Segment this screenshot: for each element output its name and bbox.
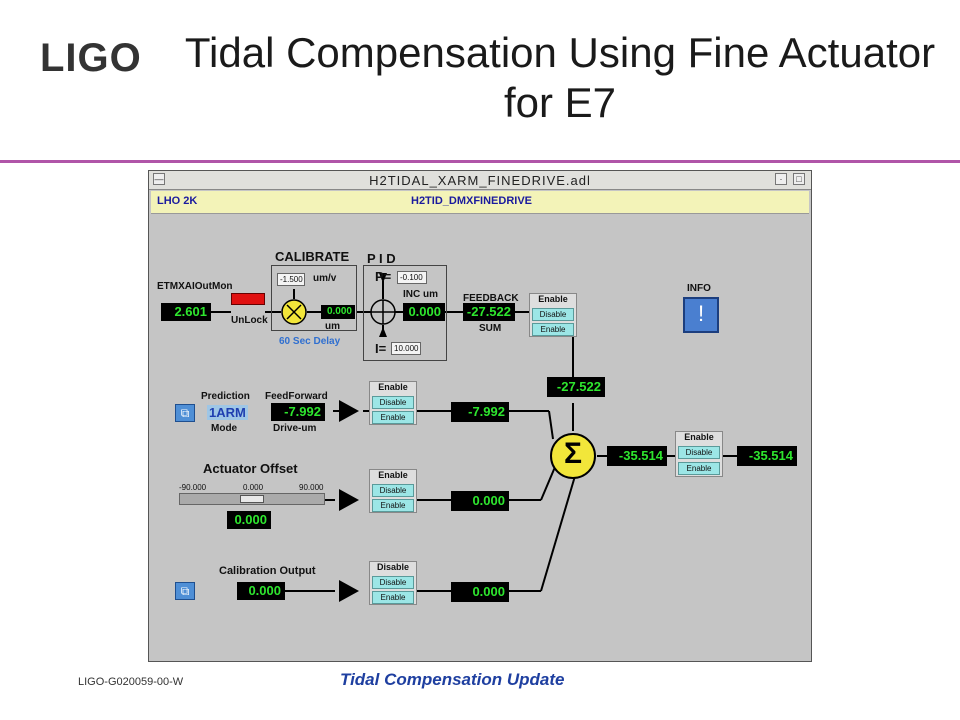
calibrate-gain-unit: um/v [313,273,337,284]
offset-mid-label: 0.000 [243,483,264,492]
calibrate-output-readout: 0.000 [321,305,355,319]
pid-heading: P I D [367,251,396,266]
offset-enable-button[interactable]: Enable [372,499,414,512]
prediction-mode-label: Mode [211,423,238,434]
final-disable-button[interactable]: Disable [678,446,720,459]
calout-disable-button[interactable]: Disable [372,576,414,589]
feedback-disable-button[interactable]: Disable [532,308,574,321]
prediction-related-display-button[interactable]: ⧉ [175,404,195,422]
document-id: LIGO-G020059-00-W [78,676,184,688]
signal-wiring [211,273,737,602]
pid-p-input[interactable]: -0.100 [397,271,427,284]
calibrate-box [271,265,357,331]
sum-output-readout: -35.514 [607,446,667,466]
prediction-label: Prediction [201,391,250,402]
calout-enable-button[interactable]: Enable [372,591,414,604]
feedforward-label: FeedForward [265,391,328,402]
pid-i-label: I= [375,341,387,356]
feedback-readout: -27.522 [463,303,515,321]
offset-slider-thumb[interactable] [240,495,264,503]
final-switch-title: Enable [684,432,714,442]
prediction-enable-button[interactable]: Enable [372,411,414,424]
minimize-button[interactable]: · [775,173,787,185]
prediction-switch-title: Enable [378,382,408,392]
calout-switch-title: Disable [376,562,409,572]
prediction-mode-menu[interactable]: 1ARM [207,405,248,420]
feedforward-readout: -7.992 [271,403,325,421]
feedback-switch: Enable Disable Enable [529,293,577,337]
pid-inc-label: INC um [403,289,438,300]
calout-output-readout: 0.000 [451,582,509,602]
feedback-sum-label: SUM [479,323,502,334]
final-output-readout: -35.514 [737,446,797,466]
final-enable-button[interactable]: Enable [678,462,720,475]
window-menu-button[interactable]: — [153,173,165,185]
medm-window: — H2TIDAL_XARM_FINEDRIVE.adl · □ LHO 2K … [148,170,812,662]
offset-max-label: 90.000 [299,483,324,492]
calibrate-heading: CALIBRATE [275,249,350,264]
offset-slider[interactable] [179,493,325,505]
calibrate-gain-input[interactable]: -1.500 [277,273,305,286]
etmx-readout: 2.601 [161,303,211,321]
actuator-offset-label: Actuator Offset [203,461,298,476]
calout-switch: Disable Disable Enable [369,561,417,605]
summation-symbol: Σ [563,437,582,470]
calibration-output-readout: 0.000 [237,582,285,600]
unlock-indicator [231,293,265,305]
maximize-button[interactable]: □ [793,173,805,185]
etmx-label: ETMXAIOutMon [157,281,233,292]
pid-box [363,265,447,361]
channel-label: H2TID_DMXFINEDRIVE [411,195,533,207]
title-divider [0,160,960,163]
window-titlebar[interactable]: — H2TIDAL_XARM_FINEDRIVE.adl · □ [149,171,811,190]
prediction-output-readout: -7.992 [451,402,509,422]
info-button[interactable]: ! [683,297,719,333]
pid-inc-readout: 0.000 [403,303,445,321]
feedback-switch-title: Enable [538,294,568,304]
offset-switch: Enable Disable Enable [369,469,417,513]
feedback-enable-button[interactable]: Enable [532,323,574,336]
info-label: INFO [687,283,711,294]
prediction-switch: Enable Disable Enable [369,381,417,425]
offset-readout: 0.000 [227,511,271,529]
feedforward-unit: Drive-um [273,423,317,434]
unlock-label: UnLock [231,315,268,326]
footer-title: Tidal Compensation Update [340,670,565,689]
window-title: H2TIDAL_XARM_FINEDRIVE.adl [369,173,591,188]
calibrate-output-unit: um [325,321,340,332]
prediction-disable-button[interactable]: Disable [372,396,414,409]
offset-min-label: -90.000 [179,483,207,492]
offset-output-readout: 0.000 [451,491,509,511]
calibration-output-label: Calibration Output [219,565,316,577]
site-label: LHO 2K [157,195,198,207]
final-switch: Enable Disable Enable [675,431,723,477]
delay-note: 60 Sec Delay [279,336,341,347]
pid-p-label: P= [375,269,392,284]
ligo-logo: LIGO [40,36,142,80]
slide-title: Tidal Compensation Using Fine Actuator f… [184,29,936,126]
offset-disable-button[interactable]: Disable [372,484,414,497]
screen-header: LHO 2K H2TID_DMXFINEDRIVE [151,191,809,214]
feedback-label: FEEDBACK [463,293,519,304]
offset-switch-title: Enable [378,470,408,480]
calout-related-display-button[interactable]: ⧉ [175,582,195,600]
sum-feedback-readout: -27.522 [547,377,605,397]
pid-i-input[interactable]: 10.000 [391,342,421,355]
